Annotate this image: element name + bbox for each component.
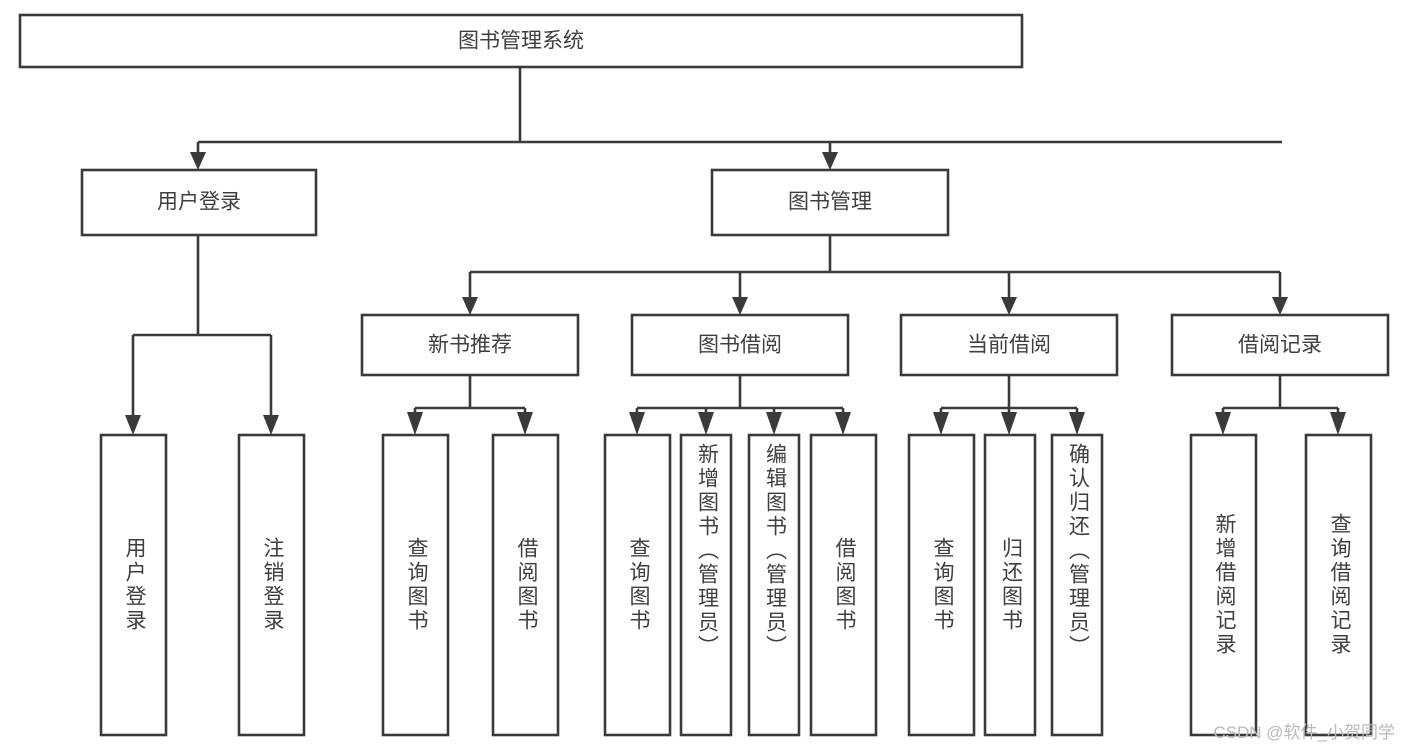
arrow-leaf-add-record [1215, 412, 1231, 435]
node-leaf-query-book-3[interactable] [907, 433, 976, 737]
arrow-leaf-edit-book [766, 412, 782, 435]
arrow-leaf-query-book-1 [407, 412, 423, 435]
arrow-leaf-borrow-book-1 [517, 412, 533, 435]
node-layer: 图书管理系统 用户登录 图书管理 新书推荐 图书借阅 当前借阅 借阅记录 [18, 13, 1390, 737]
arrow-leaf-query-record [1330, 412, 1346, 435]
node-leaf-borrow-book-1[interactable] [491, 433, 560, 737]
node-new-book-recommend[interactable] [360, 313, 580, 377]
node-book-borrow-label: 图书借阅 [698, 334, 782, 357]
node-leaf-add-book[interactable] [679, 433, 733, 737]
arrow-leaf-query-book-2 [629, 412, 645, 435]
node-leaf-add-record[interactable] [1189, 433, 1258, 737]
arrow-book-borrow [732, 297, 748, 315]
node-borrow-record-label: 借阅记录 [1238, 334, 1322, 357]
node-leaf-edit-book[interactable] [747, 433, 801, 737]
node-leaf-query-book-2[interactable] [603, 433, 672, 737]
node-new-book-recommend-label: 新书推荐 [428, 334, 512, 357]
arrow-borrow-record [1272, 297, 1288, 315]
node-user-login[interactable] [80, 168, 318, 237]
node-leaf-return-book[interactable] [983, 433, 1037, 737]
arrow-leaf-user-login [125, 415, 141, 435]
node-book-manage[interactable] [710, 168, 950, 237]
node-root-label: 图书管理系统 [458, 30, 584, 53]
node-leaf-user-login[interactable] [99, 433, 168, 737]
arrow-leaf-query-book-3 [933, 412, 949, 435]
arrow-leaf-add-book [698, 412, 714, 435]
arrow-new-book-recommend [462, 297, 478, 315]
node-current-borrow-label: 当前借阅 [967, 334, 1051, 357]
node-book-manage-label: 图书管理 [788, 191, 872, 214]
arrow-leaf-confirm-return [1069, 412, 1085, 435]
node-book-borrow[interactable] [630, 313, 850, 377]
node-leaf-borrow-book-2[interactable] [809, 433, 878, 737]
node-user-login-label: 用户登录 [157, 191, 241, 214]
arrow-user-login [190, 152, 206, 170]
node-leaf-query-book-1[interactable] [381, 433, 450, 737]
connector-layer [125, 67, 1346, 435]
arrow-current-borrow [1001, 297, 1017, 315]
arrow-leaf-logout [263, 415, 279, 435]
node-leaf-query-record[interactable] [1304, 433, 1373, 737]
node-leaf-confirm-return[interactable] [1050, 433, 1104, 737]
arrow-leaf-return-book [1001, 412, 1017, 435]
node-borrow-record[interactable] [1170, 313, 1390, 377]
csdn-watermark: CSDN @软件_小贺同学 [1213, 723, 1395, 742]
node-current-borrow[interactable] [899, 313, 1119, 377]
arrow-leaf-borrow-book-2 [835, 412, 851, 435]
node-leaf-logout[interactable] [237, 433, 306, 737]
node-root-book-system[interactable] [18, 13, 1024, 69]
arrow-book-manage [822, 152, 838, 170]
